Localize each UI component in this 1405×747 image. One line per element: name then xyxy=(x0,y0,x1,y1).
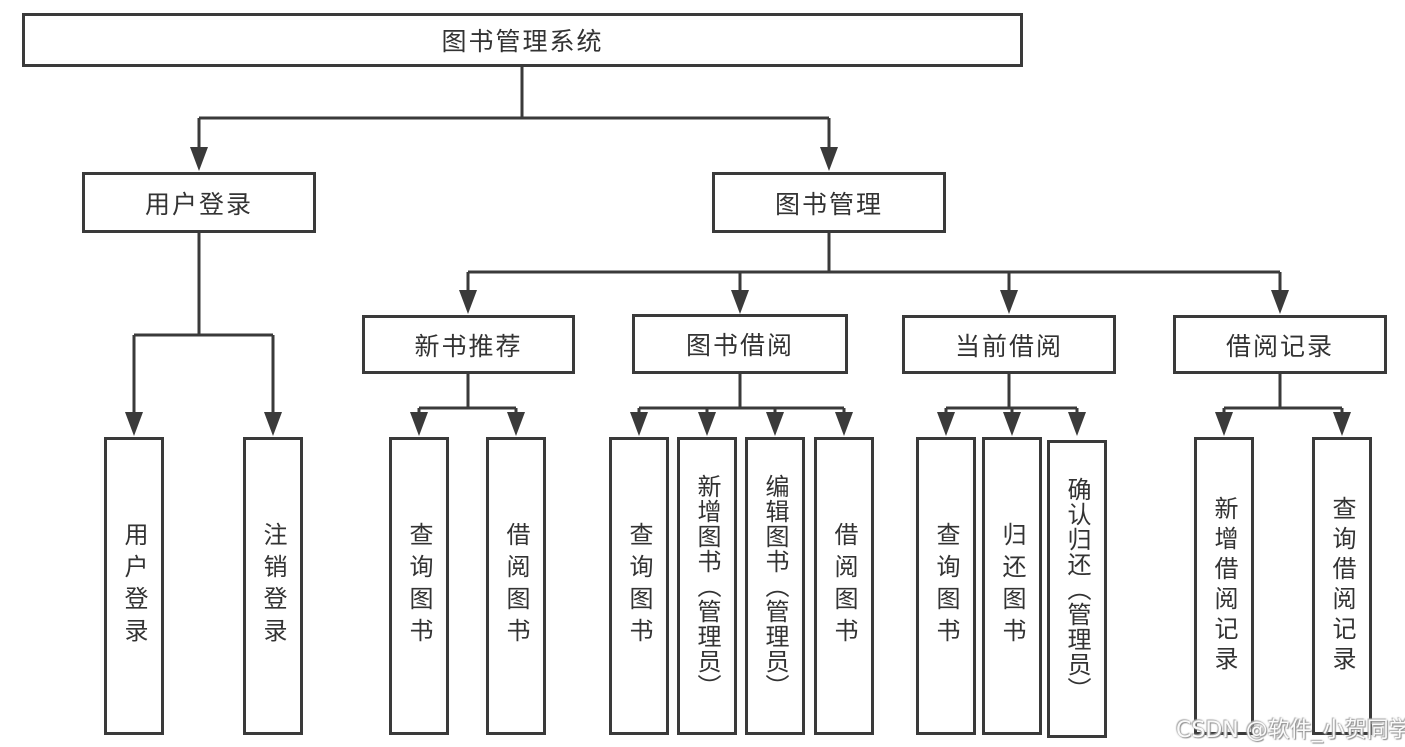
node-leaf-bb-query-book: 查询图书 xyxy=(609,437,669,735)
node-leaf-br-add-record: 新增借阅记录 xyxy=(1194,437,1254,735)
node-book-borrow: 图书借阅 xyxy=(632,314,848,374)
connector-book-borrow-children xyxy=(630,373,853,436)
connector-borrow-record-children xyxy=(1215,373,1351,436)
node-leaf-logout: 注销登录 xyxy=(243,437,303,735)
connector-current-borrow-children xyxy=(937,373,1086,436)
node-leaf-user-login: 用户登录 xyxy=(104,437,164,735)
node-book-mgmt: 图书管理 xyxy=(712,172,946,233)
connector-root-to-level2 xyxy=(190,66,838,171)
node-leaf-cb-return-book: 归还图书 xyxy=(982,437,1042,735)
node-leaf-cb-confirm-return: 确认归还（管理员） xyxy=(1047,440,1107,738)
node-borrow-record: 借阅记录 xyxy=(1173,315,1387,374)
csdn-watermark: CSDN @软件_小贺同学 xyxy=(1176,718,1405,743)
node-leaf-rec-query-book: 查询图书 xyxy=(389,437,449,735)
node-current-borrow: 当前借阅 xyxy=(902,315,1116,374)
connector-book-mgmt-children xyxy=(459,232,1289,314)
node-root: 图书管理系统 xyxy=(22,13,1023,67)
node-new-book-rec: 新书推荐 xyxy=(362,315,575,374)
connector-new-book-rec-children xyxy=(410,373,525,436)
node-leaf-bb-borrow-book: 借阅图书 xyxy=(814,437,874,735)
node-leaf-bb-add-book: 新增图书（管理员） xyxy=(677,437,737,735)
connector-user-login-children xyxy=(125,232,282,436)
node-user-login: 用户登录 xyxy=(82,172,316,233)
node-leaf-rec-borrow-book: 借阅图书 xyxy=(486,437,546,735)
node-leaf-cb-query-book: 查询图书 xyxy=(916,437,976,735)
node-leaf-br-query-record: 查询借阅记录 xyxy=(1312,437,1372,735)
node-leaf-bb-edit-book: 编辑图书（管理员） xyxy=(745,437,805,735)
